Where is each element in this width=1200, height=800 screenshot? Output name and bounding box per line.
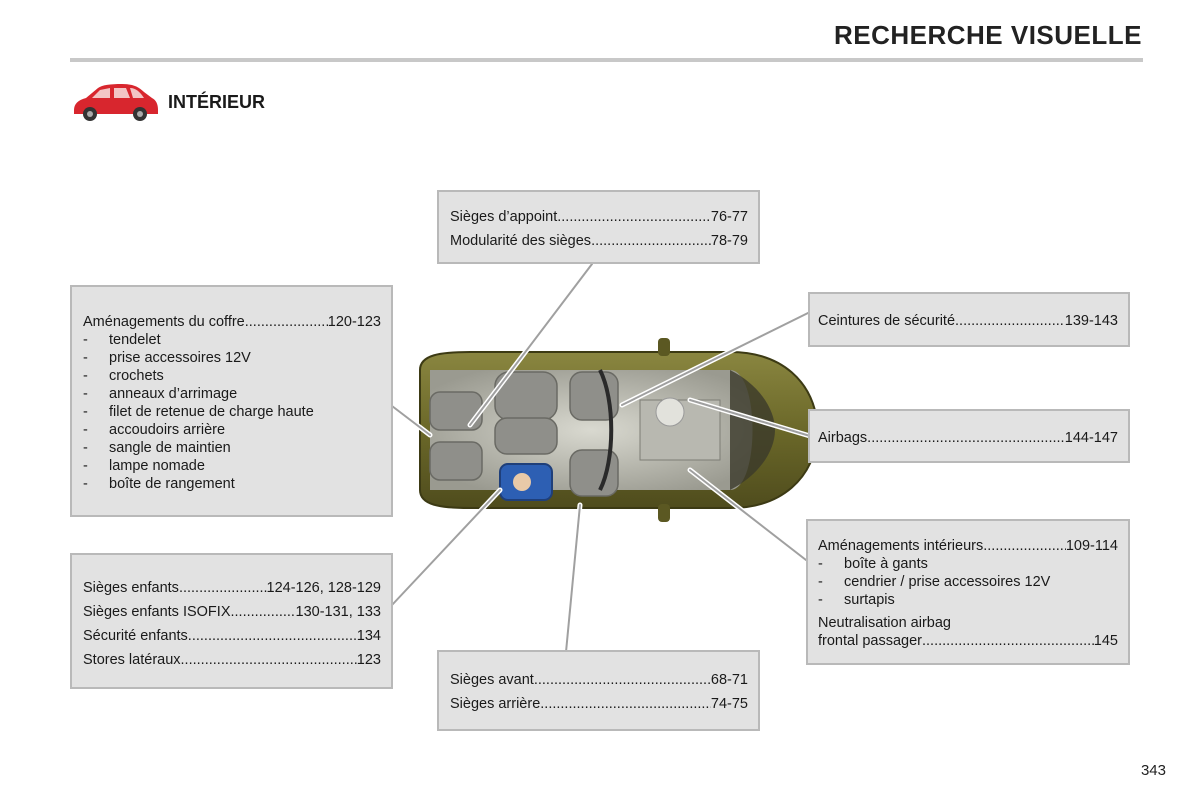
entry-pages: 145 — [1093, 633, 1118, 649]
list-item: -surtapis — [818, 592, 895, 608]
callout-box-airbags: Airbags 144-147 — [808, 409, 1130, 463]
section-title: INTÉRIEUR — [168, 92, 266, 112]
entry-pages: 120-123 — [327, 314, 381, 330]
entry-label: Sièges enfants ISOFIX — [83, 604, 231, 620]
entry-label: Airbags — [818, 430, 868, 446]
entry-label: Aménagements du coffre — [83, 314, 245, 330]
list-item: -anneaux d’arrimage — [83, 386, 238, 402]
entry-label: Modularité des sièges — [450, 233, 592, 249]
index-entry[interactable]: Sièges enfants ISOFIX 130-131, 133 — [83, 603, 381, 621]
entry-pages: 74-75 — [710, 696, 748, 712]
entry-pages: 123 — [356, 652, 381, 668]
entry-pages: 76-77 — [710, 209, 748, 225]
car-interior-top-view — [419, 338, 820, 522]
list-item: -sangle de maintien — [83, 440, 231, 456]
callout-box-sieges: Sièges avant 68-71 Sièges arrière 74-75 — [437, 650, 760, 731]
red-car-icon — [74, 84, 158, 121]
index-entry[interactable]: Sièges arrière 74-75 — [450, 695, 748, 713]
index-entry[interactable]: Sièges avant 68-71 — [450, 671, 748, 689]
entry-label: Sièges avant — [450, 672, 534, 688]
entry-pages: 134 — [356, 628, 381, 644]
entry-label: Stores latéraux — [83, 652, 181, 668]
index-entry[interactable]: Ceintures de sécurité 139-143 — [818, 312, 1118, 330]
page-number: 343 — [1140, 762, 1166, 779]
list-item: -lampe nomade — [83, 458, 205, 474]
index-entry[interactable]: Aménagements du coffre 120-123 — [83, 313, 381, 331]
callout-box-ceintures: Ceintures de sécurité 139-143 — [808, 292, 1130, 347]
index-entry[interactable]: Sièges d’appoint 76-77 — [450, 208, 748, 226]
index-entry[interactable]: Sièges enfants 124-126, 128-129 — [83, 579, 381, 597]
list-item: -boîte à gants — [818, 556, 928, 572]
callout-box-enfants: Sièges enfants 124-126, 128-129 Sièges e… — [70, 553, 393, 689]
entry-pages: 68-71 — [710, 672, 748, 688]
callout-box-appoint: Sièges d’appoint 76-77 Modularité des siè… — [437, 190, 760, 264]
page-header-title: RECHERCHE VISUELLE — [833, 20, 1142, 50]
list-item: -cendrier / prise accessoires 12V — [818, 574, 1051, 590]
entry-label: frontal passager — [818, 633, 922, 649]
header-divider — [70, 58, 1143, 62]
entry-label: Neutralisation airbag — [818, 615, 951, 631]
entry-pages: 130-131, 133 — [295, 604, 381, 620]
index-entry[interactable]: Stores latéraux 123 — [83, 651, 381, 669]
list-item: -filet de retenue de charge haute — [83, 404, 314, 420]
entry-label: Sièges d’appoint — [450, 209, 558, 225]
entry-label: Sièges arrière — [450, 696, 541, 712]
index-entry[interactable]: Modularité des sièges 78-79 — [450, 232, 748, 250]
entry-pages: 139-143 — [1064, 313, 1118, 329]
list-item: -tendelet — [83, 332, 161, 348]
callout-box-amenagements: Aménagements intérieurs 109-114 -boîte à … — [806, 519, 1130, 665]
list-item: -boîte de rangement — [83, 476, 235, 492]
entry-label: Aménagements intérieurs — [818, 538, 984, 554]
entry-pages: 109-114 — [1065, 538, 1118, 554]
list-item: -crochets — [83, 368, 164, 384]
entry-pages: 144-147 — [1064, 430, 1118, 446]
entry-label: Ceintures de sécurité — [818, 313, 956, 329]
index-entry[interactable]: Airbags 144-147 — [818, 429, 1118, 447]
entry-pages: 78-79 — [710, 233, 748, 249]
list-item: -accoudoirs arrière — [83, 422, 226, 438]
index-entry[interactable]: Aménagements intérieurs 109-114 — [818, 537, 1118, 555]
index-entry[interactable]: Sécurité enfants 134 — [83, 627, 381, 645]
entry-label: Sièges enfants — [83, 580, 179, 596]
entry-pages: 124-126, 128-129 — [266, 580, 382, 596]
entry-label: Sécurité enfants — [83, 628, 188, 644]
list-item: -prise accessoires 12V — [83, 350, 251, 366]
callout-box-coffre: Aménagements du coffre 120-123 -tendelet… — [70, 285, 393, 517]
index-entry[interactable]: frontal passager 145 — [818, 632, 1118, 650]
